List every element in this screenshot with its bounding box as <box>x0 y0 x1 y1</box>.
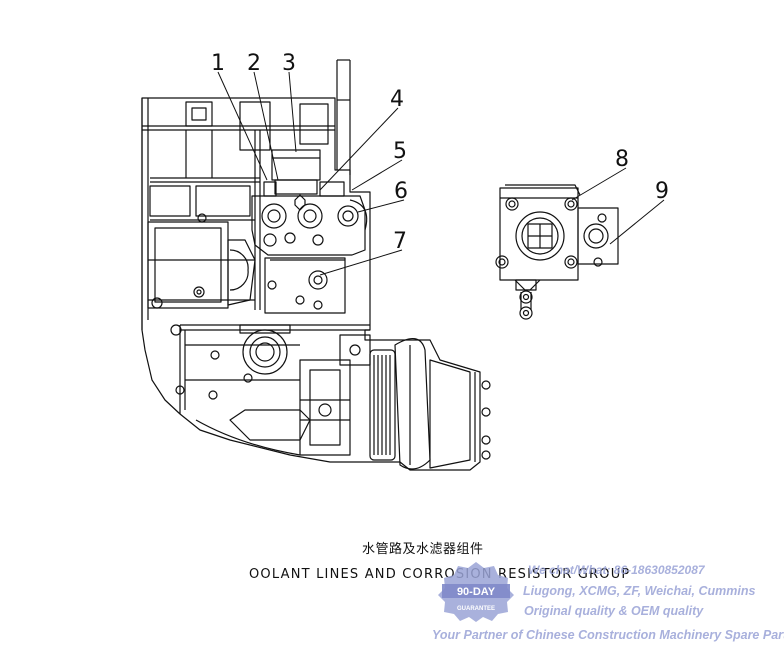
resistor-head-detail-view <box>495 184 619 320</box>
callout-7: 7 <box>393 229 407 254</box>
lower-housing <box>175 324 371 456</box>
callout-3: 3 <box>282 51 296 76</box>
svg-text:90-DAY: 90-DAY <box>457 586 496 598</box>
callout-5: 5 <box>393 139 407 164</box>
callout-2: 2 <box>247 51 261 76</box>
callout-4: 4 <box>390 87 404 112</box>
diagram-title-chinese: 水管路及水滤器组件 <box>362 542 484 557</box>
crankshaft-pulley <box>369 338 491 470</box>
leader-lines <box>217 71 665 276</box>
guarantee-seal-icon: 90-DAY GUARANTEE <box>438 562 514 622</box>
coolant-riser-pipe <box>336 59 351 175</box>
corrosion-resistor-assembly <box>251 149 368 314</box>
diagram-title-english: OOLANT LINES AND CORROSION RESISTOR GROU… <box>249 567 631 582</box>
svg-text:GUARANTEE: GUARANTEE <box>457 606 495 612</box>
callout-1: 1 <box>211 51 225 76</box>
callout-9: 9 <box>655 179 669 204</box>
watermark-slogan: Your Partner of Chinese Construction Mac… <box>432 628 784 642</box>
watermark-contact: We chat/What: 86-18630852087 <box>528 563 705 577</box>
watermark-quality: Original quality & OEM quality <box>524 604 704 618</box>
callout-6: 6 <box>394 179 408 204</box>
callout-labels: 1 2 3 4 5 6 7 8 9 <box>211 51 669 254</box>
engine-block <box>141 97 481 471</box>
watermark-brands: Liugong, XCMG, ZF, Weichai, Cummins <box>523 584 756 598</box>
callout-8: 8 <box>615 147 629 172</box>
